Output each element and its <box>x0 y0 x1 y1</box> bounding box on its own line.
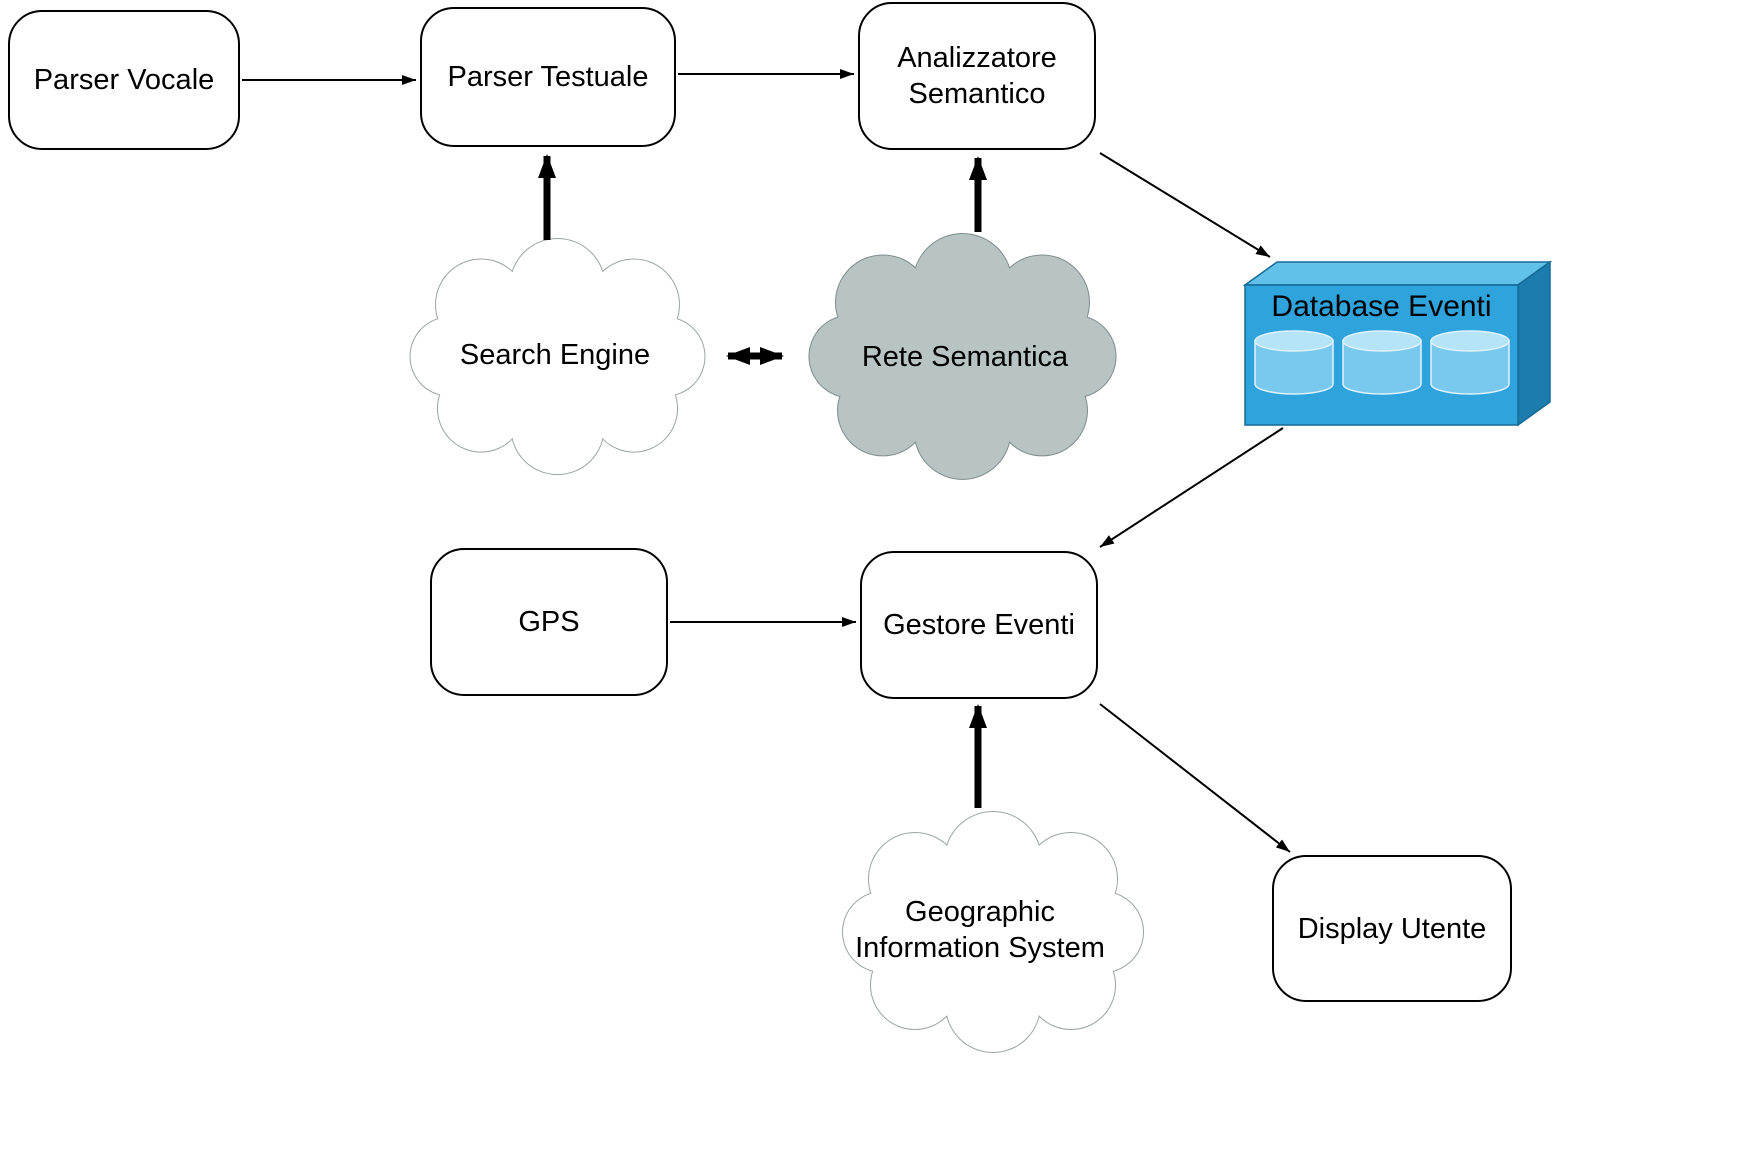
node-parser-vocale: Parser Vocale <box>8 10 240 150</box>
database-eventi-label: Database Eventi <box>1245 290 1518 324</box>
rete-semantica-text: Rete Semantica <box>861 341 1069 373</box>
node-gestore-eventi-label: Gestore Eventi <box>883 609 1075 641</box>
node-parser-vocale-label: Parser Vocale <box>33 64 215 96</box>
database-cylinders <box>1254 330 1510 395</box>
node-gestore-eventi: Gestore Eventi <box>860 551 1098 699</box>
node-parser-testuale-label: Parser Testuale <box>447 61 649 93</box>
cloud-rete-semantica-label: Rete Semantica <box>830 332 1100 382</box>
arrow-database-eventi-to-gestore-eventi <box>1099 427 1284 548</box>
arrow-gestore-eventi-to-display-utente <box>1099 703 1291 853</box>
cloud-gis-label: Geographic Information System <box>855 858 1105 1002</box>
node-gps-label: GPS <box>518 606 580 638</box>
node-display-utente-label: Display Utente <box>1297 912 1487 945</box>
gis-text: Geographic Information System <box>855 896 1105 964</box>
node-gps: GPS <box>430 548 668 696</box>
node-analizzatore-semantico: Analizzatore Semantico <box>858 2 1096 150</box>
node-parser-testuale: Parser Testuale <box>420 7 676 147</box>
node-display-utente: Display Utente <box>1272 855 1512 1002</box>
arrow-analizzatore-semantico-to-database-eventi <box>1099 152 1271 258</box>
database-eventi-text: Database Eventi <box>1271 290 1492 323</box>
node-analizzatore-semantico-label: Analizzatore Semantico <box>897 42 1057 110</box>
cloud-search-engine-label: Search Engine <box>420 330 690 380</box>
search-engine-text: Search Engine <box>459 339 651 371</box>
